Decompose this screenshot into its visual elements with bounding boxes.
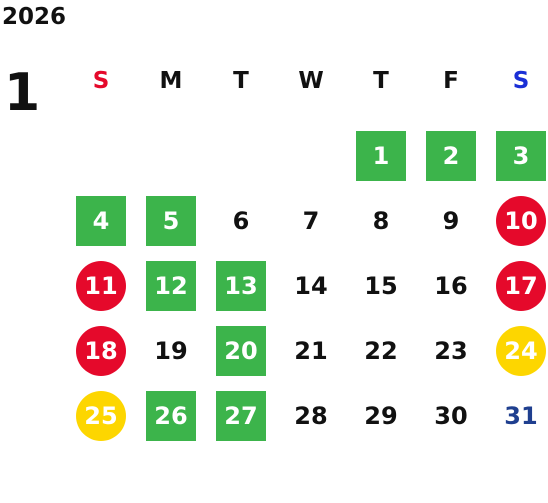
- day-cell[interactable]: 16: [416, 253, 486, 318]
- day-number: 24: [496, 325, 546, 376]
- day-number: 13: [216, 260, 266, 311]
- day-cell[interactable]: 3: [486, 123, 548, 188]
- day-number: 9: [442, 206, 460, 235]
- day-cell[interactable]: 18: [66, 318, 136, 383]
- weekday-label: S: [512, 67, 530, 94]
- day-number: 23: [434, 336, 468, 365]
- day-number: 3: [496, 130, 546, 181]
- day-number: 21: [294, 336, 328, 365]
- day-cell[interactable]: 28: [276, 383, 346, 448]
- empty-cell: [136, 123, 206, 188]
- day-cell[interactable]: 30: [416, 383, 486, 448]
- day-cell[interactable]: 25: [66, 383, 136, 448]
- weekday-label: M: [159, 67, 183, 94]
- day-number: 12: [146, 260, 196, 311]
- day-number: 5: [146, 195, 196, 246]
- day-number: 7: [302, 206, 320, 235]
- day-cell[interactable]: 6: [206, 188, 276, 253]
- day-cell[interactable]: 21: [276, 318, 346, 383]
- day-cell[interactable]: 4: [66, 188, 136, 253]
- day-cell[interactable]: 27: [206, 383, 276, 448]
- day-number: 6: [232, 206, 250, 235]
- weekday-label: F: [443, 67, 459, 94]
- day-cell[interactable]: 13: [206, 253, 276, 318]
- day-number: 16: [434, 271, 468, 300]
- day-number: 27: [216, 390, 266, 441]
- day-cell[interactable]: 9: [416, 188, 486, 253]
- day-number: 20: [216, 325, 266, 376]
- day-cell[interactable]: 7: [276, 188, 346, 253]
- day-cell[interactable]: 8: [346, 188, 416, 253]
- day-cell[interactable]: 29: [346, 383, 416, 448]
- year-label: 2026: [2, 4, 67, 30]
- empty-cell: [66, 123, 136, 188]
- day-number: 29: [364, 401, 398, 430]
- day-number: 2: [426, 130, 476, 181]
- weekday-label: W: [298, 67, 324, 94]
- day-cell[interactable]: 24: [486, 318, 548, 383]
- day-number: 25: [76, 390, 126, 441]
- day-number: 31: [504, 401, 538, 430]
- day-number: 30: [434, 401, 468, 430]
- day-cell[interactable]: 17: [486, 253, 548, 318]
- day-number: 18: [76, 325, 126, 376]
- day-number: 19: [154, 336, 188, 365]
- day-cell[interactable]: 11: [66, 253, 136, 318]
- day-number: 10: [496, 195, 546, 246]
- day-number: 26: [146, 390, 196, 441]
- day-cell[interactable]: 19: [136, 318, 206, 383]
- day-cell[interactable]: 22: [346, 318, 416, 383]
- day-number: 14: [294, 271, 328, 300]
- day-cell[interactable]: 2: [416, 123, 486, 188]
- day-cell[interactable]: 12: [136, 253, 206, 318]
- day-number: 15: [364, 271, 398, 300]
- day-cell[interactable]: 23: [416, 318, 486, 383]
- day-cell[interactable]: 20: [206, 318, 276, 383]
- day-number: 22: [364, 336, 398, 365]
- day-number: 11: [76, 260, 126, 311]
- month-label: 1: [4, 63, 41, 123]
- day-number: 17: [496, 260, 546, 311]
- day-number: 8: [372, 206, 390, 235]
- weekday-label: S: [92, 67, 110, 94]
- weekday-label: T: [233, 67, 249, 94]
- day-cell[interactable]: 1: [346, 123, 416, 188]
- day-cell[interactable]: 15: [346, 253, 416, 318]
- day-number: 1: [356, 130, 406, 181]
- day-cell[interactable]: 5: [136, 188, 206, 253]
- weekday-label: T: [373, 67, 389, 94]
- day-cell[interactable]: 14: [276, 253, 346, 318]
- empty-cell: [276, 123, 346, 188]
- day-number: 28: [294, 401, 328, 430]
- day-cell[interactable]: 10: [486, 188, 548, 253]
- day-cell[interactable]: 31: [486, 383, 548, 448]
- day-number: 4: [76, 195, 126, 246]
- empty-cell: [206, 123, 276, 188]
- day-cell[interactable]: 26: [136, 383, 206, 448]
